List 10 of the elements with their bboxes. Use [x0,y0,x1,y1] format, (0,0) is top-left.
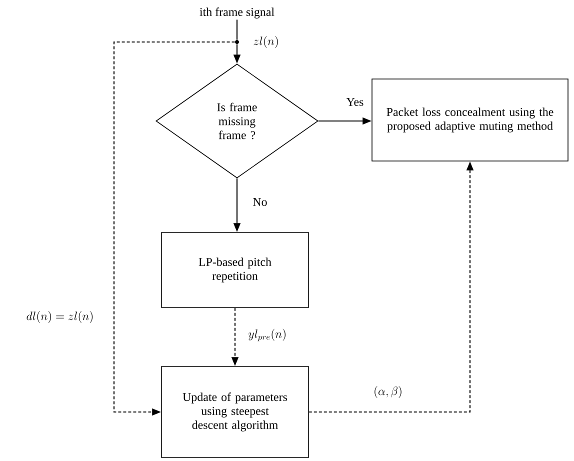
edge-label: $dl(n) = zl(n)$ [25,310,95,324]
input-label: ith frame signal [200,8,274,18]
process-box: Update of parameters using steepest descent algorithm [161,366,309,458]
process-box: LP-based pitch repetition [161,232,309,308]
edge-label: $(\alpha, \beta)$ [372,385,404,399]
edge-label: Yes [345,97,365,107]
edge-label: $zl(n)$ [252,35,280,49]
process-box: Packet loss concealment using the proposed adaptive muting method [372,78,568,162]
edge-label: $yl_{pre}(n)$ [247,328,288,342]
edge-label: No [252,197,268,207]
